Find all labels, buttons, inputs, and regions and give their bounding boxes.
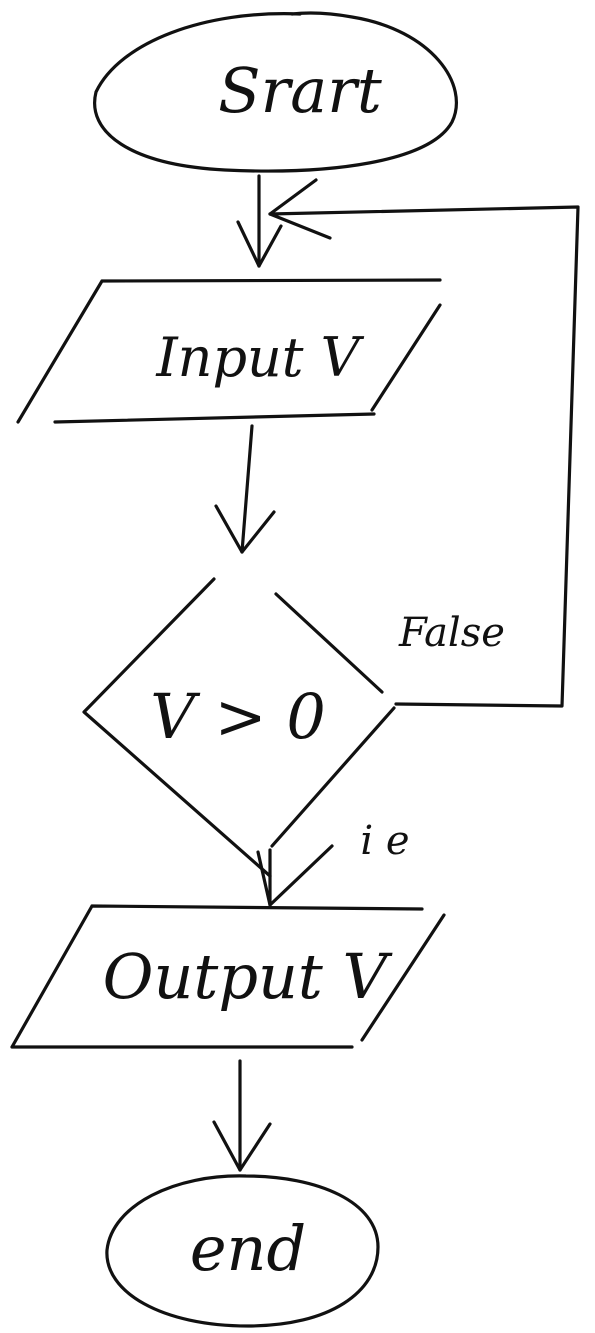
- arrow-start-to-input: [236, 174, 283, 268]
- start-label: Srart: [218, 54, 382, 127]
- arrow-false-loop: False: [268, 178, 580, 708]
- end-ellipse: [105, 1174, 380, 1328]
- decision-node: V > 0: [82, 577, 396, 878]
- end-label: end: [190, 1212, 306, 1285]
- input-label: Input V: [155, 326, 364, 389]
- arrow-output-to-end: [212, 1059, 272, 1172]
- input-node: Input V: [16, 278, 442, 424]
- end-node: end: [105, 1174, 380, 1328]
- start-ellipse: [93, 11, 458, 173]
- arrow-input-to-decision: [214, 424, 276, 554]
- decision-label: V > 0: [150, 680, 326, 753]
- output-label: Output V: [103, 940, 394, 1013]
- output-node: Output V: [10, 904, 446, 1049]
- output-shape: [10, 904, 446, 1049]
- input-shape: [16, 278, 442, 424]
- start-node: Srart: [93, 11, 458, 173]
- decision-shape: [82, 577, 396, 878]
- false-label: False: [398, 610, 505, 656]
- true-label: i e: [360, 818, 409, 864]
- arrow-decision-to-output: i e: [256, 818, 410, 907]
